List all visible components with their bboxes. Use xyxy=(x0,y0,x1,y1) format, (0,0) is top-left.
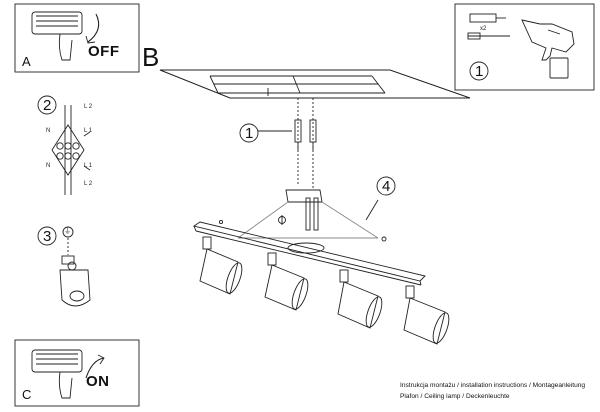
step-1-number: 1 xyxy=(245,125,254,142)
drill-icon xyxy=(521,19,575,79)
ground-connection xyxy=(59,226,91,307)
panel-a-frame xyxy=(14,3,140,73)
switch-off-illustration xyxy=(31,11,100,61)
ground-symbol: ⏚ xyxy=(64,228,71,235)
footer-line-1: Instrukcja montażu / installation instru… xyxy=(400,382,586,389)
wire-label-n-bottom: N xyxy=(46,163,51,169)
spotlight-2 xyxy=(264,252,309,311)
step-1-circle xyxy=(239,123,259,143)
terminal-block xyxy=(51,105,91,195)
ceiling-plate xyxy=(159,69,471,99)
panel-c-letter: C xyxy=(22,387,32,402)
panel-tools-frame xyxy=(454,3,595,91)
spotlight-3 xyxy=(337,269,383,329)
panel-b-letter: B xyxy=(142,42,160,72)
wire-label-l1-top: L 1 xyxy=(84,128,93,134)
spotlight-1 xyxy=(199,236,243,295)
wire-label-l2-bottom: L 2 xyxy=(84,181,93,187)
switch-off-label: OFF xyxy=(88,43,120,60)
step-2-circle xyxy=(37,95,57,115)
spotlight-4 xyxy=(403,285,450,345)
wire-label-n-top: N xyxy=(46,128,51,134)
wire-label-l1-bottom: L 1 xyxy=(84,163,93,169)
step-4-circle xyxy=(376,176,396,196)
wire-label-l2-top: L 2 xyxy=(84,104,93,110)
step-3-circle xyxy=(37,226,57,246)
lamp-bar xyxy=(192,221,426,286)
switch-on-illustration xyxy=(31,349,105,399)
switch-on-label: ON xyxy=(86,373,110,390)
step-2-number: 2 xyxy=(43,97,52,114)
step-3-number: 3 xyxy=(43,228,52,245)
tools-step-circle xyxy=(469,61,489,81)
tools-step-number: 1 xyxy=(475,63,484,80)
footer-line-2: Plafon / Ceiling lamp / Deckenleuchte xyxy=(400,393,510,400)
mounting-bracket xyxy=(218,189,387,242)
panel-c-frame xyxy=(14,339,140,407)
panel-a-letter: A xyxy=(22,54,31,69)
ceiling-dowels xyxy=(258,88,317,188)
step-4-number: 4 xyxy=(382,178,391,195)
kit-quantity: x2 xyxy=(480,26,487,32)
dowel-kit xyxy=(467,13,510,40)
